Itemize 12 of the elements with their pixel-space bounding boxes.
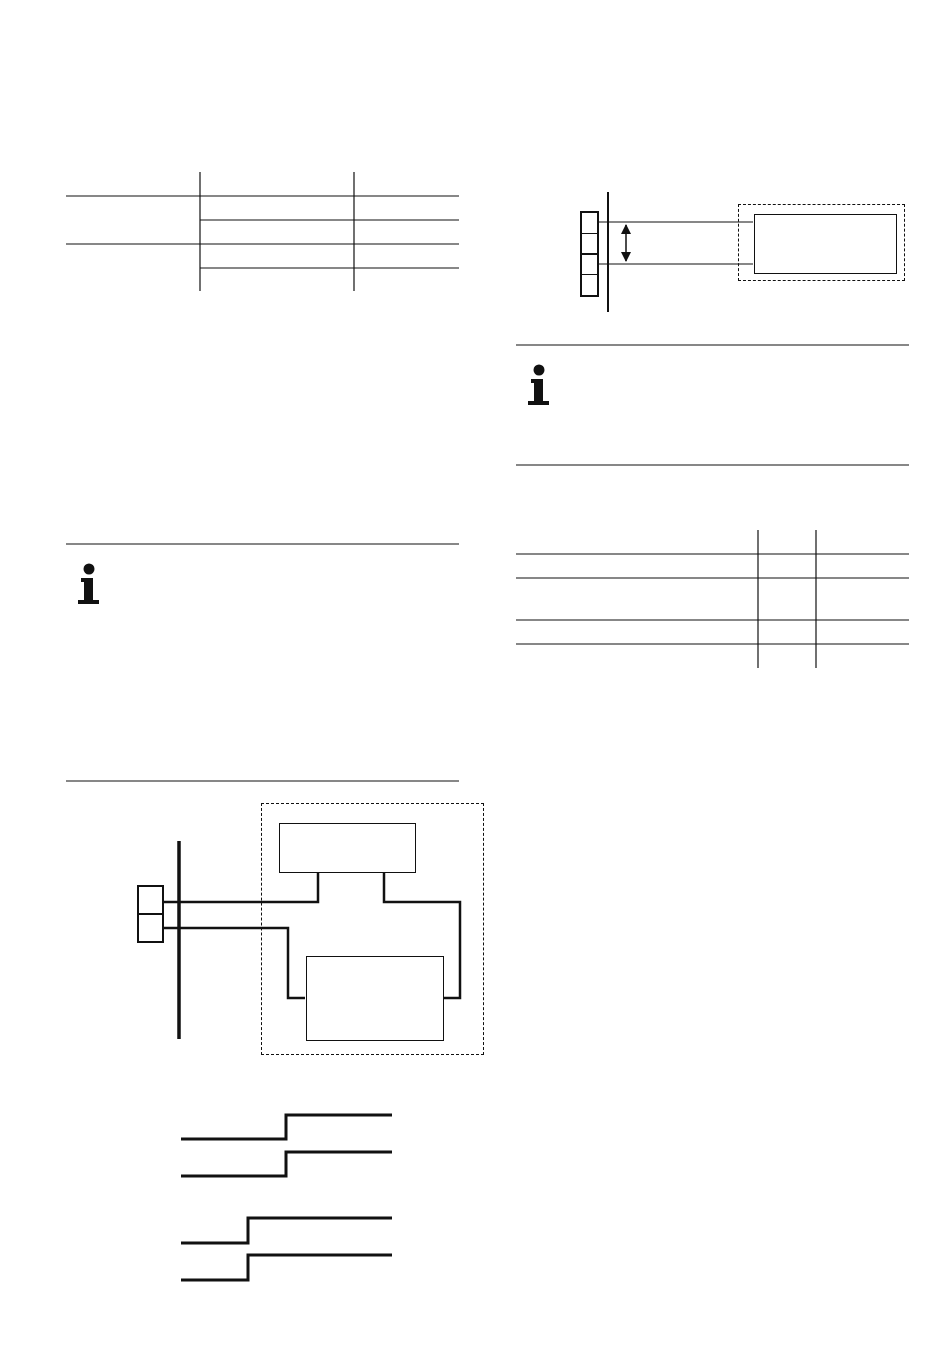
device-box (279, 823, 416, 873)
wire (164, 872, 320, 904)
wire (382, 872, 462, 1000)
dashed-enclosure (261, 803, 484, 1055)
dashed-enclosure (738, 204, 905, 281)
wire (164, 926, 305, 1000)
device-box (754, 214, 897, 274)
device-box (306, 956, 444, 1041)
terminal-block (137, 885, 164, 943)
wire (598, 263, 754, 265)
terminal-block (580, 211, 599, 297)
wire (598, 221, 754, 223)
